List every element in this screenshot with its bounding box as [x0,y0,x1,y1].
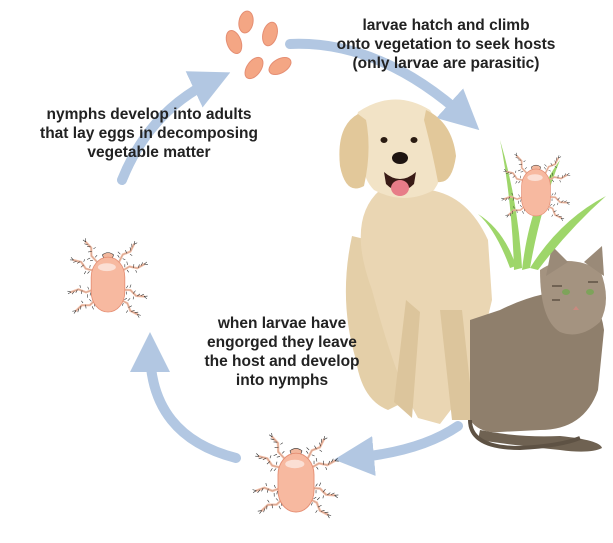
caption-line: that lay eggs in decomposing [4,124,294,143]
caption-line: larvae hatch and climb [296,16,596,35]
egg-cluster-icon [223,10,294,82]
caption-line: the host and develop [182,352,382,371]
caption-larvae-engorged: when larvae have engorged they leave the… [182,314,382,390]
caption-larvae-hatch: larvae hatch and climb onto vegetation t… [296,16,596,73]
caption-line: when larvae have [182,314,382,333]
caption-line: onto vegetation to seek hosts [296,35,596,54]
caption-line: vegetable matter [4,143,294,162]
caption-line: (only larvae are parasitic) [296,54,596,73]
caption-line: into nymphs [182,371,382,390]
nymph-mite-icon [252,431,340,521]
caption-line: nymphs develop into adults [4,105,294,124]
caption-line: engorged they leave [182,333,382,352]
adult-mite-icon [67,236,149,320]
caption-nymphs-to-adults: nymphs develop into adults that lay eggs… [4,105,294,162]
